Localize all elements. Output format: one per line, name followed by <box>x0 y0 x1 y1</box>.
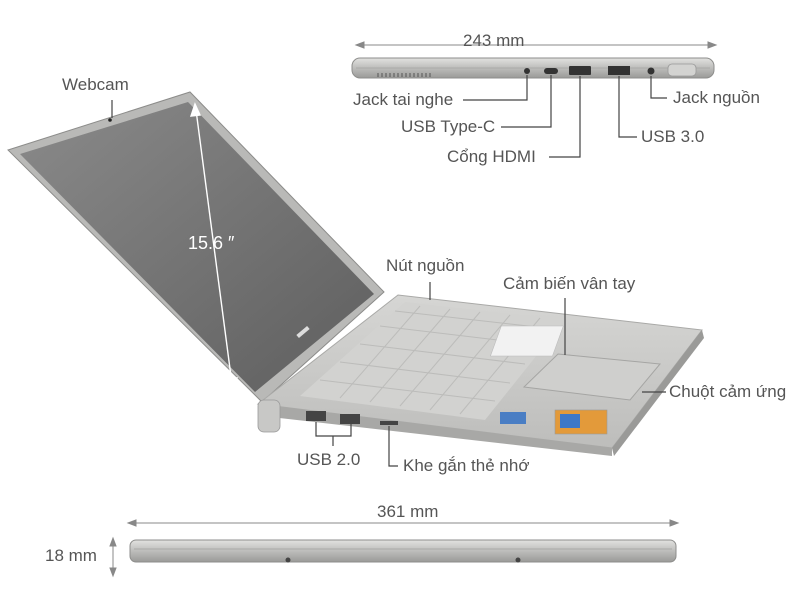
keyboard <box>300 302 565 420</box>
headphone-jack-label: Jack tai nghe <box>353 90 454 109</box>
usb-2-label: USB 2.0 <box>297 450 361 469</box>
webcam-lens <box>108 118 112 122</box>
touchpad-shape <box>522 353 661 401</box>
usb-3-label: USB 3.0 <box>641 127 705 146</box>
width-top-label: 243 mm <box>463 31 525 50</box>
hdmi-port-label: Cổng HDMI <box>447 147 536 166</box>
thickness-18-dimension <box>109 536 117 578</box>
screen-size-label: 15.6 ″ <box>188 233 235 253</box>
fingerprint-sensor-label: Cảm biến vân tay <box>503 274 636 293</box>
card-reader-label: Khe gắn thẻ nhớ <box>403 456 530 475</box>
width-bottom-label: 361 mm <box>377 502 439 521</box>
hdmi-port-shape <box>569 66 591 75</box>
vent-grille <box>377 73 431 77</box>
headphone-jack-port <box>524 68 530 74</box>
laptop-main <box>7 91 704 456</box>
power-jack-label: Jack nguồn <box>673 88 760 107</box>
touchpad-label: Chuột cảm ứng <box>669 382 787 401</box>
card-reader-slot <box>380 421 398 425</box>
power-button-label: Nút nguồn <box>386 256 465 275</box>
front-view <box>129 539 677 563</box>
screen-diagonal-arrow <box>189 102 239 392</box>
usb-c-port <box>544 68 558 74</box>
width-243-dimension <box>354 41 718 49</box>
usb-type-c-label: USB Type-C <box>401 117 496 136</box>
width-361-dimension <box>126 519 680 527</box>
webcam-label: Webcam <box>62 75 129 94</box>
usb3-port-shape <box>608 66 630 75</box>
thickness-label: 18 mm <box>45 546 97 565</box>
leader-lines-main <box>111 100 666 467</box>
usb2-port-2 <box>340 414 360 424</box>
power-jack-port <box>647 67 655 75</box>
side-view-ports <box>351 57 715 79</box>
leader-lines-top <box>463 75 667 158</box>
usb2-port-1 <box>306 411 326 421</box>
display-screen <box>20 102 374 392</box>
